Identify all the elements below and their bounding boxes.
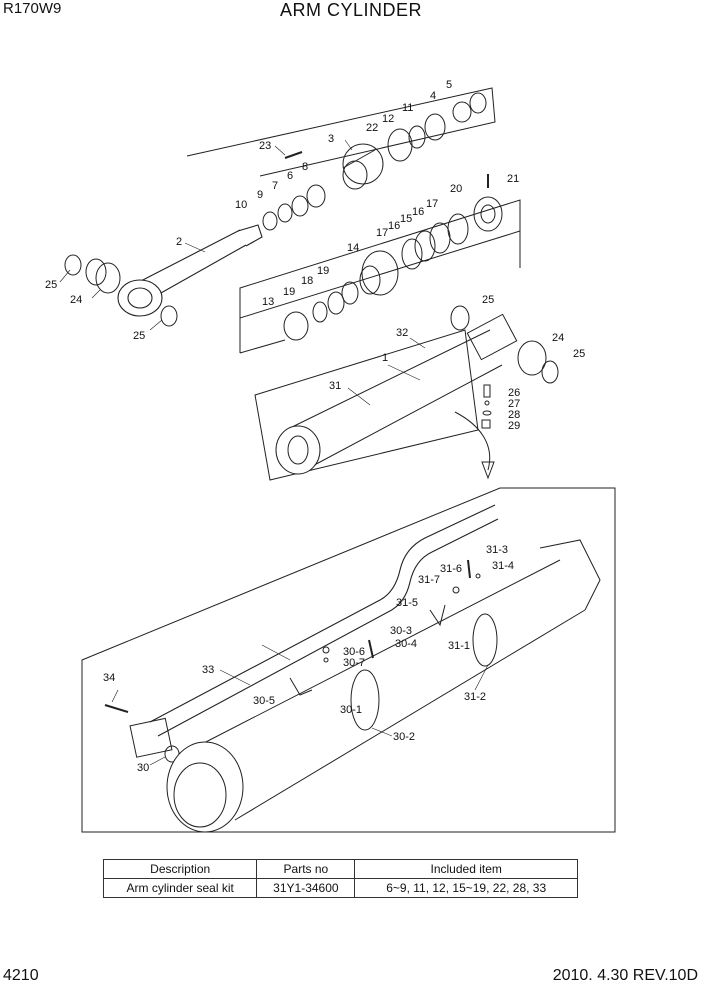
callout-26: 26 xyxy=(508,387,520,399)
callout-13: 13 xyxy=(262,296,274,308)
table-header-row: Description Parts no Included item xyxy=(102,859,578,879)
callout-30-1: 30-1 xyxy=(340,704,362,716)
cylinder-tube xyxy=(275,313,518,475)
callout-19a: 19 xyxy=(283,286,295,298)
rod-cover xyxy=(342,143,384,190)
callout-18: 18 xyxy=(301,275,313,287)
callout-31-4: 31-4 xyxy=(492,560,514,572)
piston-group-frame xyxy=(239,199,521,319)
callout-24a: 24 xyxy=(70,294,82,306)
bushing-24-left xyxy=(95,262,121,294)
revision-date: 2010. 4.30 REV.10D xyxy=(552,967,698,984)
col-parts-no: Parts no xyxy=(256,859,356,879)
callout-30-4: 30-4 xyxy=(395,638,417,650)
callout-15: 15 xyxy=(400,213,412,225)
seal-kit-table: Description Parts no Included item Arm c… xyxy=(102,859,578,898)
col-description: Description xyxy=(102,859,258,879)
callout-3: 3 xyxy=(328,133,334,145)
callout-4: 4 xyxy=(430,90,436,102)
callout-30-6: 30-6 xyxy=(343,646,365,658)
callout-31-7: 31-7 xyxy=(418,574,440,586)
callout-24b: 24 xyxy=(552,332,564,344)
callout-31-6: 31-6 xyxy=(440,563,462,575)
callout-10: 10 xyxy=(235,199,247,211)
cell-parts-no: 31Y1-34600 xyxy=(256,878,356,898)
callout-25c: 25 xyxy=(482,294,494,306)
cell-included-item: 6~9, 11, 12, 15~19, 22, 28, 33 xyxy=(354,878,578,898)
callout-23: 23 xyxy=(259,140,271,152)
callout-19b: 19 xyxy=(317,265,329,277)
callout-16b: 16 xyxy=(412,206,424,218)
callout-22: 22 xyxy=(366,122,378,134)
callout-30-2: 30-2 xyxy=(393,731,415,743)
callout-17b: 17 xyxy=(426,198,438,210)
page-number: 4210 xyxy=(3,967,39,984)
pipe-32 xyxy=(149,504,499,737)
callout-6: 6 xyxy=(287,170,293,182)
callout-31-1: 31-1 xyxy=(448,640,470,652)
seal-25-left-b xyxy=(160,305,178,327)
cushion-13 xyxy=(283,311,309,341)
piston-rod xyxy=(117,224,263,317)
callout-31-5: 31-5 xyxy=(396,597,418,609)
flange-block xyxy=(129,717,173,758)
callout-9: 9 xyxy=(257,189,263,201)
callout-20: 20 xyxy=(450,183,462,195)
callout-8: 8 xyxy=(302,161,308,173)
cell-description: Arm cylinder seal kit xyxy=(102,878,258,898)
page-title: ARM CYLINDER xyxy=(279,0,423,20)
callout-27: 27 xyxy=(508,398,520,410)
seal-25-left-a xyxy=(64,254,82,276)
callout-1: 1 xyxy=(382,352,388,364)
callout-21: 21 xyxy=(507,173,519,185)
nut-20 xyxy=(473,196,503,232)
callout-30: 31 xyxy=(329,380,341,392)
callout-32: 33 xyxy=(202,664,214,676)
callout-29: 29 xyxy=(508,420,520,432)
callout-30-5: 30-5 xyxy=(253,695,275,707)
callout-25a: 25 xyxy=(45,279,57,291)
callout-16a: 16 xyxy=(388,220,400,232)
callout-5: 5 xyxy=(446,79,452,91)
callout-labels: 2 3 4 5 7 6 8 9 10 11 12 22 23 13 19 18 … xyxy=(45,79,585,774)
tube-group-frame xyxy=(254,329,479,481)
callout-7: 7 xyxy=(272,180,278,192)
callout-14: 14 xyxy=(347,242,359,254)
table-row: Arm cylinder seal kit 31Y1-34600 6~9, 11… xyxy=(102,878,578,898)
callout-31-3: 31-3 xyxy=(486,544,508,556)
callout-31-2: 31-2 xyxy=(464,691,486,703)
callout-2: 2 xyxy=(176,236,182,248)
callout-17a: 17 xyxy=(376,227,388,239)
piston-14 xyxy=(359,250,399,296)
upper-group-frame xyxy=(186,87,496,177)
callout-30-7: 30-7 xyxy=(343,657,365,669)
callout-33: 30 xyxy=(137,762,149,774)
detail-frame xyxy=(81,487,616,833)
callout-31: 32 xyxy=(396,327,408,339)
callout-34: 34 xyxy=(103,672,115,684)
tube-detail xyxy=(166,539,601,833)
col-included-item: Included item xyxy=(354,859,578,879)
callout-25d: 25 xyxy=(573,348,585,360)
callout-25b: 25 xyxy=(133,330,145,342)
callout-12: 12 xyxy=(382,113,394,125)
model-code: R170W9 xyxy=(3,0,62,17)
callout-11: 11 xyxy=(402,102,413,114)
callout-28: 28 xyxy=(508,409,520,421)
callout-30-3: 30-3 xyxy=(390,625,412,637)
